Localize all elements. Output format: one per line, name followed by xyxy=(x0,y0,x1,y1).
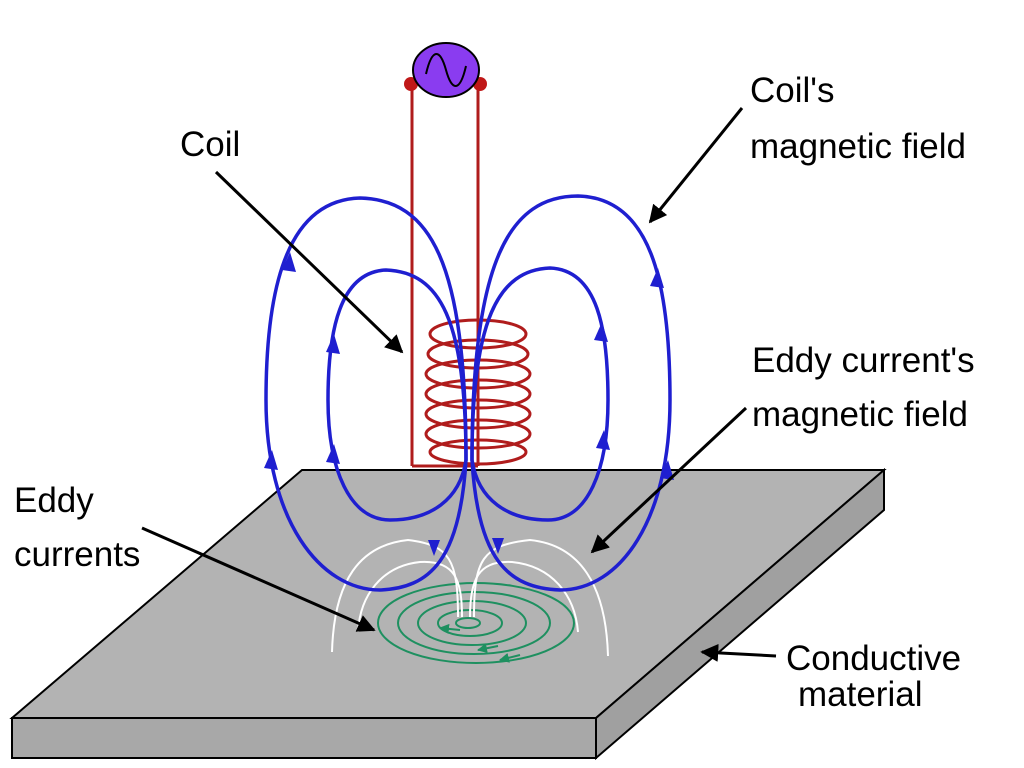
pointer-material xyxy=(700,643,777,662)
label-material-line1: Conductive xyxy=(786,639,961,678)
field-loop-outer-left xyxy=(264,196,468,592)
plate-front-face xyxy=(11,717,597,759)
field-arrow xyxy=(282,252,296,272)
field-arrow xyxy=(428,540,440,556)
pointer-eddy-field xyxy=(590,406,748,554)
pointer-coil xyxy=(214,170,404,354)
pointer-eddy-currents xyxy=(141,526,376,632)
eddy-arrow xyxy=(439,623,461,634)
field-arrow xyxy=(596,430,610,450)
field-arrow xyxy=(492,538,504,554)
eddy-arrow xyxy=(499,652,521,663)
plate-side-face xyxy=(595,467,885,761)
labels: Coil Coil's magnetic field Eddy current'… xyxy=(14,71,975,714)
field-arrow xyxy=(594,322,608,342)
label-eddy-field-line1: Eddy current's xyxy=(752,341,975,380)
field-loop-inner-left xyxy=(326,268,468,522)
field-arrow xyxy=(326,334,340,354)
field-loop-inner-right xyxy=(470,266,610,522)
label-coil-field-line2: magnetic field xyxy=(750,127,966,166)
eddy-arrow xyxy=(477,643,499,654)
label-coil: Coil xyxy=(180,125,240,164)
label-coil-field-line1: Coil's xyxy=(750,71,834,110)
pointer-coil-field xyxy=(648,107,744,224)
label-eddy-currents-line2: currents xyxy=(14,535,140,574)
label-material-line2: material xyxy=(798,675,922,714)
coil-magnetic-field-lines xyxy=(264,194,674,592)
field-arrow xyxy=(326,444,340,464)
label-eddy-field-line2: magnetic field xyxy=(752,395,968,434)
field-arrow xyxy=(660,460,674,480)
ac-source xyxy=(404,42,487,98)
field-arrow xyxy=(264,450,278,470)
sine-wave-icon xyxy=(425,53,467,87)
eddy-current-loops xyxy=(377,582,575,664)
field-loop-outer-right xyxy=(470,194,672,592)
label-eddy-currents-line1: Eddy xyxy=(14,481,94,520)
label-pointers xyxy=(141,107,777,662)
field-arrow xyxy=(650,268,664,288)
eddy-magnetic-field-lines xyxy=(331,538,609,657)
